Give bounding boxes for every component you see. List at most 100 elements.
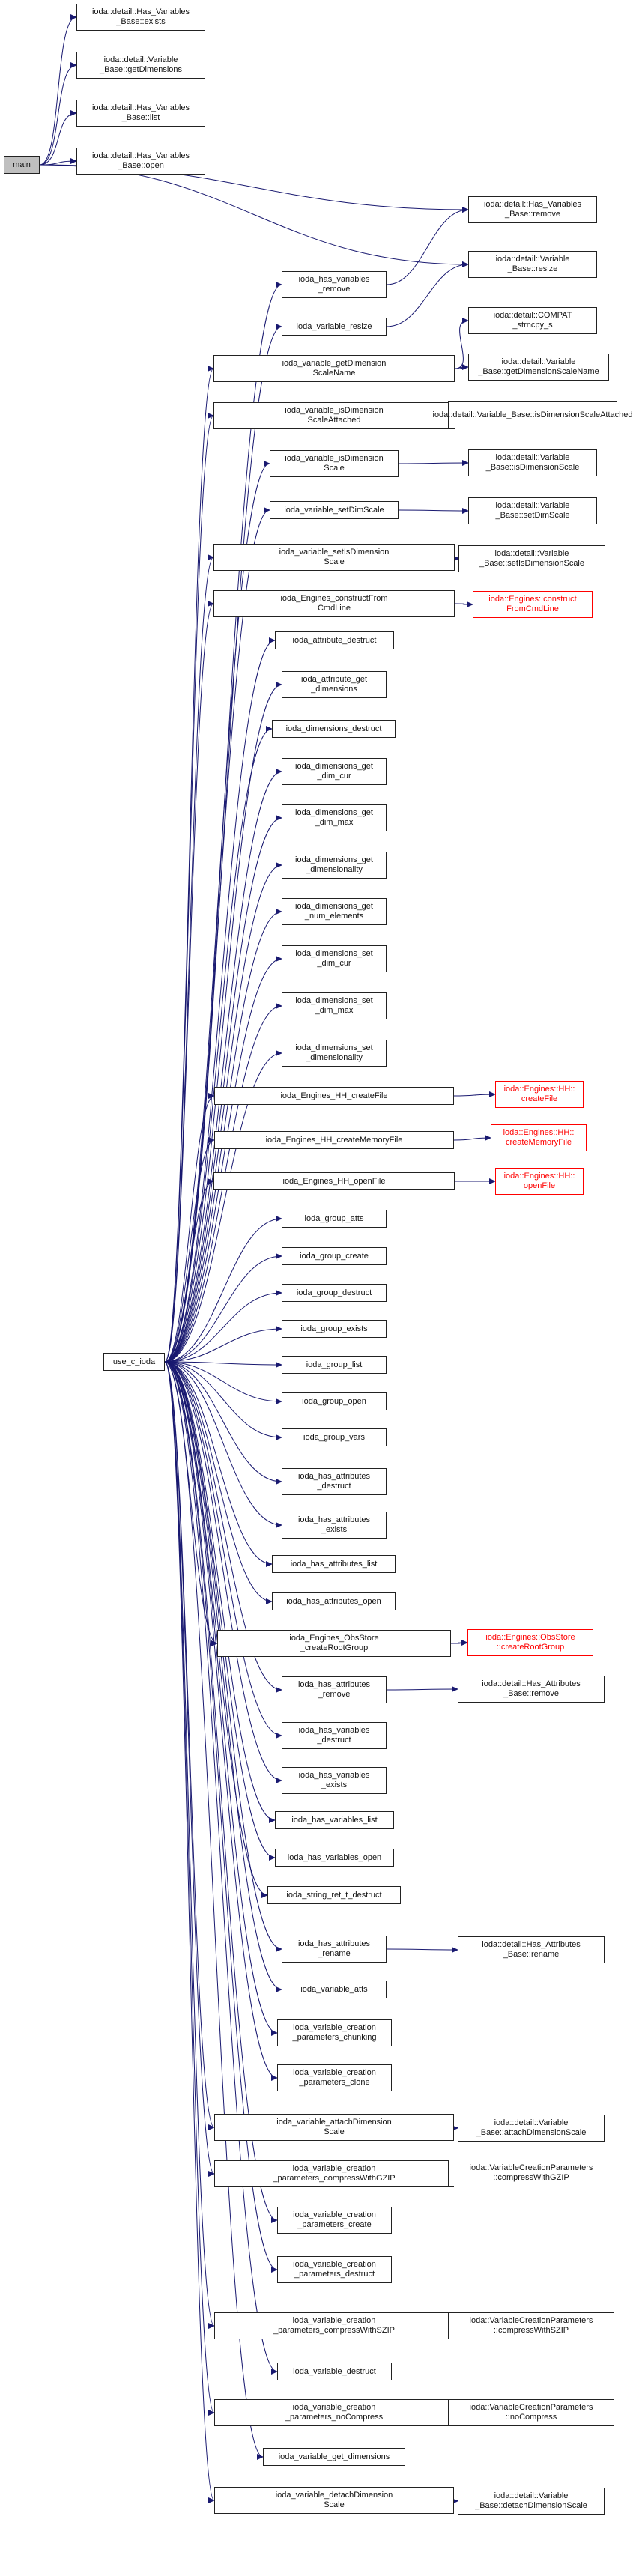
node-ioda-variable-setisdimensionscale[interactable]: ioda_variable_setIsDimension Scale: [213, 544, 455, 571]
edge-use-to-m46: [164, 1361, 278, 2223]
node-ioda-group-open[interactable]: ioda_group_open: [282, 1392, 387, 1410]
edge-m19-to-r19: [453, 1091, 496, 1098]
node-ioda-has-variables-list[interactable]: ioda_has_variables_list: [275, 1811, 394, 1829]
edge-use-to-m10: [164, 682, 282, 1363]
node-ioda-has-attributes-destruct[interactable]: ioda_has_attributes _destruct: [282, 1468, 387, 1495]
edge-use-to-m28: [164, 1361, 282, 1440]
node-ioda-detail-has-attributes-base-rename[interactable]: ioda::detail::Has_Attributes _Base::rena…: [458, 1936, 605, 1963]
node-ioda-has-attributes-exists[interactable]: ioda_has_attributes _exists: [282, 1512, 387, 1539]
edge-use-to-m23: [164, 1253, 282, 1363]
node-ioda-dimensions-destruct[interactable]: ioda_dimensions_destruct: [272, 720, 396, 738]
node-ioda-dimensions-set-dimensionality[interactable]: ioda_dimensions_set _dimensionality: [282, 1040, 387, 1067]
node-ioda-variable-creation-parameters-create[interactable]: ioda_variable_creation _parameters_creat…: [277, 2207, 392, 2234]
node-ioda-variable-setdimscale[interactable]: ioda_variable_setDimScale: [270, 501, 399, 519]
node-ioda-engines-constructfromcmdline[interactable]: ioda_Engines_constructFrom CmdLine: [213, 590, 455, 617]
node-ioda-variable-getdimensionscalename[interactable]: ioda_variable_getDimension ScaleName: [213, 355, 455, 382]
node-ioda-variable-isdimensionscale[interactable]: ioda_variable_isDimension Scale: [270, 450, 399, 477]
node-ioda-engines-constructfromcmdline[interactable]: ioda::Engines::construct FromCmdLine: [473, 591, 593, 618]
node-ioda-detail-has-variables-base-exists[interactable]: ioda::detail::Has_Variables _Base::exist…: [76, 4, 205, 31]
edge-use-to-m42: [164, 1361, 278, 2036]
node-ioda-variable-atts[interactable]: ioda_variable_atts: [282, 1981, 387, 1998]
node-ioda-detail-variable-base-getdimensionscalename[interactable]: ioda::detail::Variable _Base::getDimensi…: [468, 354, 609, 381]
node-ioda-group-vars[interactable]: ioda_group_vars: [282, 1428, 387, 1446]
node-ioda-detail-variable-base-detachdimensionscale[interactable]: ioda::detail::Variable _Base::detachDime…: [458, 2488, 605, 2515]
edge-use-to-m21: [164, 1178, 214, 1363]
node-ioda-dimensions-set-dim-cur[interactable]: ioda_dimensions_set _dim_cur: [282, 945, 387, 972]
node-ioda-detail-has-attributes-base-remove[interactable]: ioda::detail::Has_Attributes _Base::remo…: [458, 1676, 605, 1703]
node-ioda-detail-variable-base-setisdimensionscale[interactable]: ioda::detail::Variable _Base::setIsDimen…: [458, 545, 605, 572]
node-ioda-has-variables-remove[interactable]: ioda_has_variables _remove: [282, 271, 387, 298]
node-ioda-dimensions-get-dimensionality[interactable]: ioda_dimensions_get _dimensionality: [282, 852, 387, 879]
node-ioda-variable-creation-parameters-chunking[interactable]: ioda_variable_creation _parameters_chunk…: [277, 2019, 392, 2046]
node-ioda-has-variables-open[interactable]: ioda_has_variables_open: [275, 1849, 394, 1867]
node-ioda-string-ret-t-destruct[interactable]: ioda_string_ret_t_destruct: [267, 1886, 401, 1904]
node-ioda-engines-hh-createfile[interactable]: ioda::Engines::HH:: createFile: [495, 1081, 584, 1108]
node-ioda-dimensions-set-dim-max[interactable]: ioda_dimensions_set _dim_max: [282, 992, 387, 1019]
node-ioda-variable-get-dimensions[interactable]: ioda_variable_get_dimensions: [263, 2448, 405, 2466]
node-ioda-variable-detachdimensionscale[interactable]: ioda_variable_detachDimension Scale: [214, 2487, 454, 2514]
edge-use-to-m49: [164, 1361, 278, 2375]
node-ioda-engines-obsstore-createrootgroup[interactable]: ioda::Engines::ObsStore ::createRootGrou…: [467, 1629, 593, 1656]
node-use-c-ioda[interactable]: use_c_ioda: [103, 1353, 165, 1371]
node-main[interactable]: main: [4, 156, 40, 174]
edge-use-to-m47: [164, 1361, 278, 2273]
node-ioda-variable-creation-parameters-compresswithgzip[interactable]: ioda_variable_creation _parameters_compr…: [214, 2160, 454, 2187]
edge-m1-to-r_rem: [386, 207, 469, 285]
node-ioda-attribute-destruct[interactable]: ioda_attribute_destruct: [275, 631, 394, 649]
node-ioda-detail-has-variables-base-remove[interactable]: ioda::detail::Has_Variables _Base::remov…: [468, 196, 597, 223]
node-ioda-variable-resize[interactable]: ioda_variable_resize: [282, 318, 387, 336]
node-ioda-engines-hh-openfile[interactable]: ioda::Engines::HH:: openFile: [495, 1168, 584, 1195]
node-ioda-detail-variable-base-setdimscale[interactable]: ioda::detail::Variable _Base::setDimScal…: [468, 497, 597, 524]
node-ioda-variable-creation-parameters-destruct[interactable]: ioda_variable_creation _parameters_destr…: [277, 2256, 392, 2283]
node-ioda-engines-hh-createfile[interactable]: ioda_Engines_HH_createFile: [214, 1087, 454, 1105]
node-ioda-group-atts[interactable]: ioda_group_atts: [282, 1210, 387, 1228]
edge-m2-to-r_res: [386, 261, 469, 327]
node-ioda-dimensions-get-dim-cur[interactable]: ioda_dimensions_get _dim_cur: [282, 758, 387, 785]
node-ioda-engines-hh-creatememoryfile[interactable]: ioda_Engines_HH_createMemoryFile: [214, 1131, 454, 1149]
node-ioda-variable-creation-parameters-nocompress[interactable]: ioda_variable_creation _parameters_noCom…: [214, 2399, 454, 2426]
node-ioda-dimensions-get-num-elements[interactable]: ioda_dimensions_get _num_elements: [282, 898, 387, 925]
node-ioda-detail-variable-base-resize[interactable]: ioda::detail::Variable _Base::resize: [468, 251, 597, 278]
node-ioda-variable-isdimensionscaleattached[interactable]: ioda_variable_isDimension ScaleAttached: [213, 402, 455, 429]
node-ioda-engines-obsstore-createrootgroup[interactable]: ioda_Engines_ObsStore _createRootGroup: [217, 1630, 451, 1657]
node-ioda-has-attributes-rename[interactable]: ioda_has_attributes _rename: [282, 1936, 387, 1963]
node-ioda-has-attributes-list[interactable]: ioda_has_attributes_list: [272, 1555, 396, 1573]
node-ioda-detail-variable-base-getdimensions[interactable]: ioda::detail::Variable _Base::getDimensi…: [76, 52, 205, 79]
node-ioda-variablecreationparameters-compresswithgzip[interactable]: ioda::VariableCreationParameters ::compr…: [448, 2160, 614, 2186]
edge-use-to-m38: [164, 1361, 276, 1861]
node-ioda-group-create[interactable]: ioda_group_create: [282, 1247, 387, 1265]
edge-use-to-m45: [164, 1361, 215, 2177]
node-ioda-has-variables-destruct[interactable]: ioda_has_variables _destruct: [282, 1722, 387, 1749]
edge-use-to-m12: [164, 769, 282, 1363]
edge-m6-to-r6: [398, 507, 469, 514]
edge-use-to-m34: [164, 1361, 282, 1693]
edge-use-to-m27: [164, 1361, 282, 1404]
node-ioda-variable-attachdimensionscale[interactable]: ioda_variable_attachDimension Scale: [214, 2114, 454, 2141]
node-ioda-dimensions-get-dim-max[interactable]: ioda_dimensions_get _dim_max: [282, 804, 387, 831]
node-ioda-has-attributes-open[interactable]: ioda_has_attributes_open: [272, 1592, 396, 1610]
node-ioda-engines-hh-creatememoryfile[interactable]: ioda::Engines::HH:: createMemoryFile: [491, 1124, 587, 1151]
node-ioda-detail-variable-base-attachdimensionscale[interactable]: ioda::detail::Variable _Base::attachDime…: [458, 2115, 605, 2142]
node-ioda-variablecreationparameters-compresswithszip[interactable]: ioda::VariableCreationParameters ::compr…: [448, 2312, 614, 2339]
edge-m3-to-r3b: [454, 364, 469, 371]
node-ioda-variablecreationparameters-nocompress[interactable]: ioda::VariableCreationParameters ::noCom…: [448, 2399, 614, 2426]
edge-use-to-m25: [164, 1326, 282, 1363]
node-ioda-variable-creation-parameters-compresswithszip[interactable]: ioda_variable_creation _parameters_compr…: [214, 2312, 454, 2339]
node-ioda-detail-has-variables-base-open[interactable]: ioda::detail::Has_Variables _Base::open: [76, 148, 205, 175]
node-ioda-detail-variable-base-isdimensionscale[interactable]: ioda::detail::Variable _Base::isDimensio…: [468, 449, 597, 476]
edge-main-to-r_res: [39, 164, 469, 267]
node-ioda-has-attributes-remove[interactable]: ioda_has_attributes _remove: [282, 1676, 387, 1703]
node-ioda-group-list[interactable]: ioda_group_list: [282, 1356, 387, 1374]
node-ioda-detail-compat-strncpy-s[interactable]: ioda::detail::COMPAT _strncpy_s: [468, 307, 597, 334]
node-ioda-group-destruct[interactable]: ioda_group_destruct: [282, 1284, 387, 1302]
node-ioda-detail-variable-base-isdimensionscaleattached[interactable]: ioda::detail::Variable_Base::isDimension…: [433, 401, 633, 428]
node-ioda-has-variables-exists[interactable]: ioda_has_variables _exists: [282, 1767, 387, 1794]
edge-use-to-m20: [164, 1137, 215, 1363]
node-ioda-detail-has-variables-base-list[interactable]: ioda::detail::Has_Variables _Base::list: [76, 100, 205, 127]
node-ioda-group-exists[interactable]: ioda_group_exists: [282, 1320, 387, 1338]
node-ioda-variable-creation-parameters-clone[interactable]: ioda_variable_creation _parameters_clone: [277, 2064, 392, 2091]
edge-use-to-m31: [164, 1361, 273, 1567]
node-ioda-engines-hh-openfile[interactable]: ioda_Engines_HH_openFile: [213, 1172, 455, 1190]
node-ioda-attribute-get-dimensions[interactable]: ioda_attribute_get _dimensions: [282, 671, 387, 698]
node-ioda-variable-destruct[interactable]: ioda_variable_destruct: [277, 2363, 392, 2380]
